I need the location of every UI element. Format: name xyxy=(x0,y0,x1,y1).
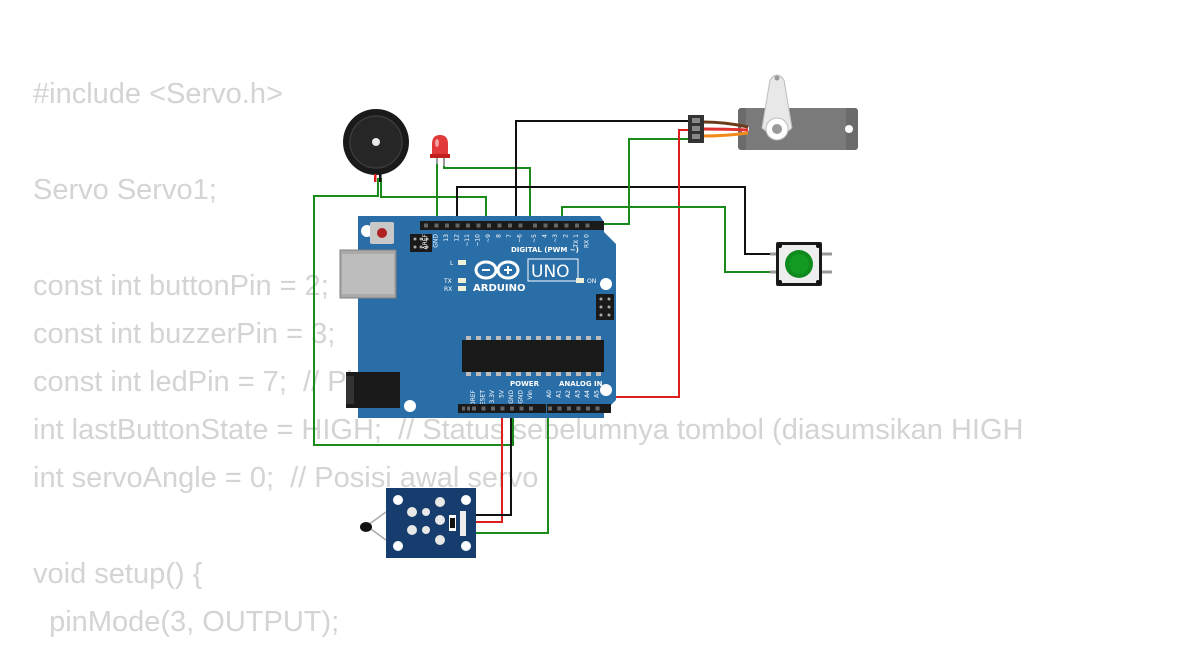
power-label: POWER xyxy=(510,380,540,388)
temperature-sensor-module[interactable]: S xyxy=(360,488,476,558)
pin-label: ~10 xyxy=(475,234,482,247)
led-l-label: L xyxy=(450,260,454,267)
wire-gnd-servo xyxy=(515,120,690,228)
pin-label: 4 xyxy=(542,234,549,238)
header-pin[interactable] xyxy=(585,223,590,228)
pin-label: RESET xyxy=(480,390,487,410)
atmega-chip xyxy=(462,340,604,372)
header-pin[interactable] xyxy=(548,406,552,411)
header-pin[interactable] xyxy=(472,406,476,411)
wire-sensor-signal xyxy=(466,392,549,534)
header-pin[interactable] xyxy=(476,223,481,228)
header-pin[interactable] xyxy=(557,406,562,411)
pin-label: TX 1 xyxy=(573,234,580,249)
pin-label: RX 0 xyxy=(584,234,591,248)
pin-label: 5V xyxy=(499,389,506,398)
thermistor-icon xyxy=(360,511,387,541)
power-jack xyxy=(346,372,400,408)
wire-servo-power xyxy=(614,129,690,398)
wire-buzzer-ground xyxy=(380,178,487,228)
analog-label: ANALOG IN xyxy=(559,380,603,388)
push-button[interactable] xyxy=(770,242,832,286)
servo-motor[interactable] xyxy=(688,74,858,150)
board-model: UNO xyxy=(531,262,570,282)
pin-label: AREF xyxy=(422,233,429,249)
pin-label: GND xyxy=(508,390,515,404)
pin-label: GND xyxy=(433,234,440,248)
wire-button-signal xyxy=(561,206,778,273)
header-pin[interactable] xyxy=(510,406,514,411)
sensor-label-s: S xyxy=(464,542,469,550)
header-pin[interactable] xyxy=(455,223,460,228)
pin-label: GND xyxy=(518,390,525,404)
header-pin[interactable] xyxy=(481,406,486,411)
wire-sensor-power xyxy=(466,392,503,523)
pin-label: A2 xyxy=(565,390,572,398)
header-pin[interactable] xyxy=(554,223,558,228)
arduino-logo-icon xyxy=(474,260,520,280)
pin-label: A4 xyxy=(584,390,591,398)
code-line: void setup() { xyxy=(33,558,203,590)
header-pin[interactable] xyxy=(529,406,533,411)
header-pin[interactable] xyxy=(466,223,470,228)
digital-label: DIGITAL (PWM ~) xyxy=(511,246,579,254)
pin-label: ~3 xyxy=(552,234,559,243)
wire-servo-signal xyxy=(556,138,690,228)
pin-label: A0 xyxy=(546,390,553,398)
pin-label: Vin xyxy=(527,390,534,400)
pin-label: ~5 xyxy=(531,234,538,243)
header-pin[interactable] xyxy=(491,406,495,411)
code-line: int servoAngle = 0; // Posisi awal servo xyxy=(33,462,539,494)
header-pin[interactable] xyxy=(424,223,428,228)
wire-gnd-button xyxy=(456,186,778,255)
red-led[interactable] xyxy=(430,135,450,166)
led-tx-label: TX xyxy=(443,278,452,285)
header-pin[interactable] xyxy=(508,223,512,228)
pin-label: 7 xyxy=(506,234,513,238)
pin-label: 13 xyxy=(443,234,450,242)
code-line: #include <Servo.h> xyxy=(33,78,283,110)
header-pin[interactable] xyxy=(567,406,571,411)
header-pin[interactable] xyxy=(533,223,537,228)
pin-label: A1 xyxy=(556,390,563,398)
header-pin[interactable] xyxy=(500,406,505,411)
buzzer[interactable] xyxy=(343,109,409,182)
header-pin[interactable] xyxy=(543,223,548,228)
header-pin[interactable] xyxy=(445,223,449,228)
header-pin[interactable] xyxy=(519,406,524,411)
header-pin[interactable] xyxy=(497,223,502,228)
code-line: int lastButtonState = HIGH; // Status se… xyxy=(33,414,1024,446)
code-editor-background: #include <Servo.h> Servo Servo1; const int… xyxy=(33,70,1023,646)
wire-buzzer-signal xyxy=(313,178,514,446)
pin-label: A5 xyxy=(594,390,601,398)
board-brand: ARDUINO xyxy=(473,283,525,294)
header-pin[interactable] xyxy=(595,406,600,411)
header-pin[interactable] xyxy=(518,223,523,228)
on-label: ON xyxy=(587,278,596,285)
header-pin[interactable] xyxy=(564,223,569,228)
wire-sensor-ground xyxy=(466,392,512,516)
pin-label: IOREF xyxy=(470,389,477,407)
pin-label: 8 xyxy=(496,234,503,238)
header-pin[interactable] xyxy=(576,406,581,411)
pin-label: A3 xyxy=(575,390,582,398)
pin-label: ~11 xyxy=(464,234,471,247)
header-pin[interactable] xyxy=(434,223,439,228)
pin-label: 12 xyxy=(454,234,461,242)
pin-label: 2 xyxy=(563,234,570,238)
code-line: const int buzzerPin = 3; xyxy=(33,318,336,350)
pin-label: ~9 xyxy=(485,234,492,243)
header-pin[interactable] xyxy=(575,223,579,228)
led-rx-label: RX xyxy=(444,286,452,293)
code-line: Servo Servo1; xyxy=(33,174,217,206)
pin-label: 3.3V xyxy=(489,389,496,404)
header-pin[interactable] xyxy=(586,406,590,411)
header-pin[interactable] xyxy=(487,223,491,228)
pin-label: ~6 xyxy=(517,234,524,243)
